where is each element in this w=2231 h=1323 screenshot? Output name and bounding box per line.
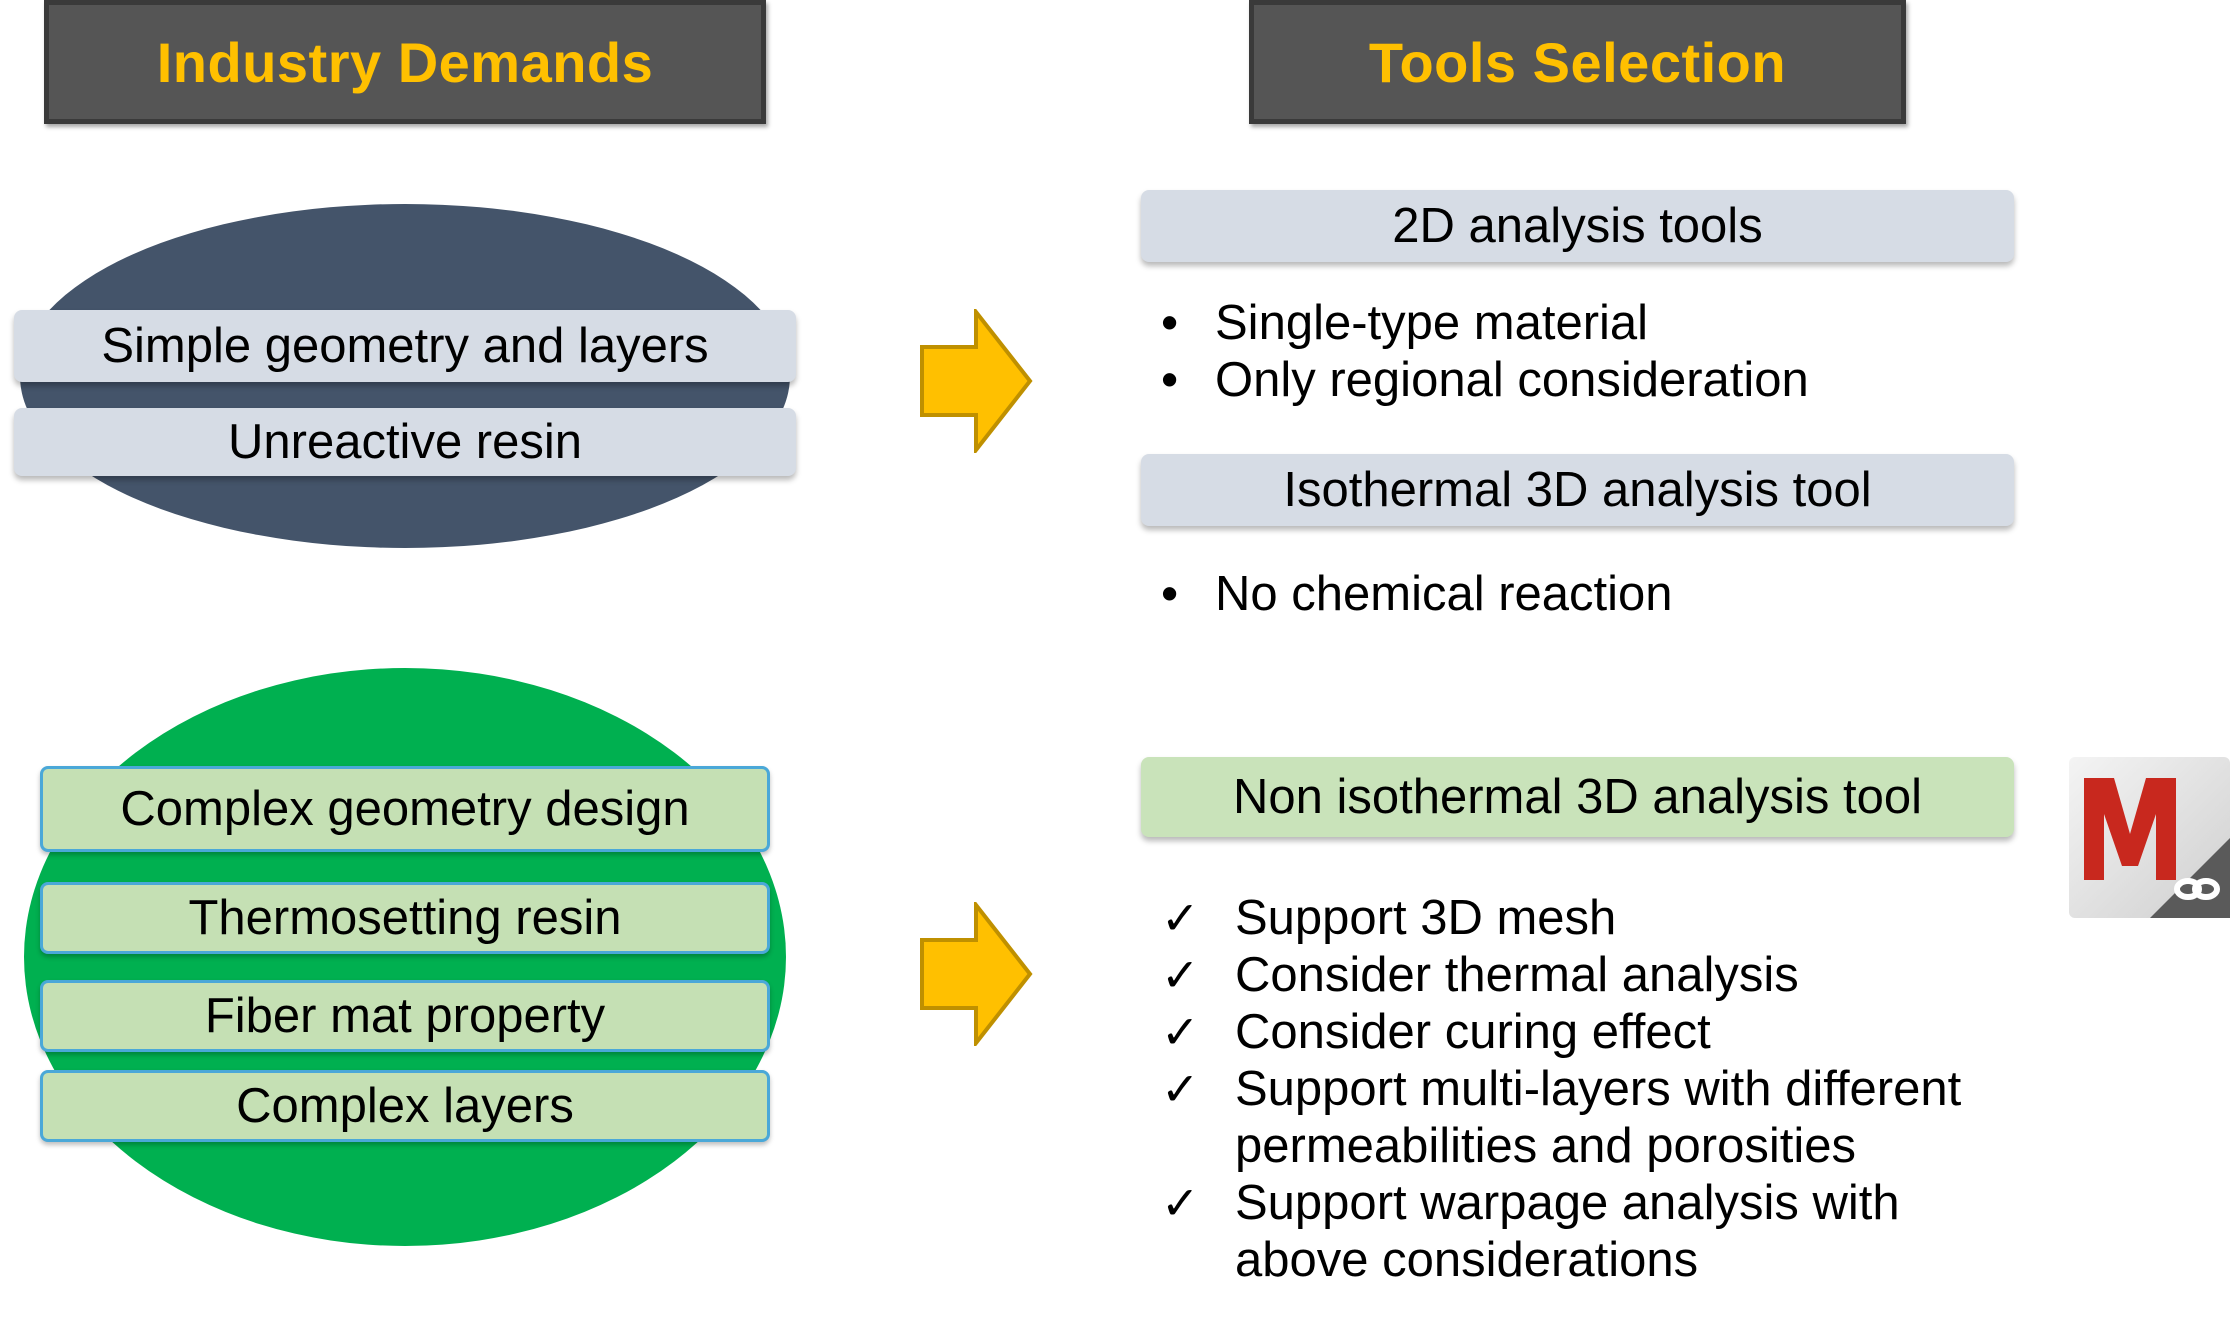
list-item: ✓ Consider thermal analysis <box>1161 947 1961 1004</box>
list-item-text: Support multi-layers with different <box>1235 1062 1962 1116</box>
bullet-marker: • <box>1161 296 1179 350</box>
list-item-text: Single-type material <box>1215 296 1649 350</box>
demand-item-complex-geometry: Complex geometry design <box>40 766 770 852</box>
tool-box-isothermal-3d: Isothermal 3D analysis tool <box>1141 454 2014 526</box>
list-item-text: Only regional consideration <box>1215 353 1809 407</box>
demand-item-simple-geometry: Simple geometry and layers <box>14 310 796 382</box>
industry-demands-header: Industry Demands <box>44 0 766 124</box>
tool-box-label: Non isothermal 3D analysis tool <box>1232 770 1923 824</box>
tool-noniso-check-list: ✓ Support 3D mesh ✓ Consider thermal analy… <box>1161 890 1961 1289</box>
check-icon: ✓ <box>1161 949 1200 1001</box>
demand-label: Thermosetting resin <box>188 891 622 945</box>
bullet-marker: • <box>1161 353 1179 407</box>
tool-box-non-isothermal-3d: Non isothermal 3D analysis tool <box>1141 757 2014 837</box>
tool-box-label: Isothermal 3D analysis tool <box>1283 463 1872 517</box>
demand-label: Simple geometry and layers <box>101 319 709 373</box>
check-icon: ✓ <box>1161 892 1200 944</box>
demand-item-thermosetting-resin: Thermosetting resin <box>40 882 770 954</box>
list-item: ✓ Consider curing effect <box>1161 1004 1961 1061</box>
check-icon: ✓ <box>1161 1063 1200 1115</box>
list-item-continuation: above considerations <box>1161 1232 1961 1289</box>
list-item: ✓ Support 3D mesh <box>1161 890 1961 947</box>
tools-selection-header: Tools Selection <box>1249 0 1906 124</box>
list-item-text: Support warpage analysis with <box>1235 1176 1900 1230</box>
check-icon: ✓ <box>1161 1006 1200 1058</box>
bullet-marker: • <box>1161 567 1179 621</box>
list-item-text: Consider curing effect <box>1235 1005 1711 1059</box>
industry-demands-title: Industry Demands <box>156 30 654 94</box>
right-arrow-icon <box>920 902 1033 1046</box>
demand-item-unreactive-resin: Unreactive resin <box>14 408 796 476</box>
list-item-text: Consider thermal analysis <box>1235 948 1799 1002</box>
list-item: • Single-type material <box>1161 295 1809 352</box>
demand-label: Complex layers <box>236 1079 574 1133</box>
demand-label: Unreactive resin <box>227 415 583 469</box>
tool-iso-bullet-list: • No chemical reaction <box>1161 566 1673 623</box>
demand-label: Complex geometry design <box>120 782 690 836</box>
tool-box-2d-analysis: 2D analysis tools <box>1141 190 2014 262</box>
moldex3d-logo-icon <box>2069 757 2230 918</box>
demand-item-fiber-mat: Fiber mat property <box>40 980 770 1052</box>
list-item-text: Support 3D mesh <box>1235 891 1617 945</box>
demand-item-complex-layers: Complex layers <box>40 1070 770 1142</box>
tool-2d-bullet-list: • Single-type material • Only regional con… <box>1161 295 1809 409</box>
list-item-text: No chemical reaction <box>1215 567 1673 621</box>
list-item-text: permeabilities and porosities <box>1235 1119 1856 1173</box>
right-arrow-icon <box>920 309 1033 453</box>
tool-box-label: 2D analysis tools <box>1392 199 1763 253</box>
list-item: • Only regional consideration <box>1161 352 1809 409</box>
check-icon: ✓ <box>1161 1177 1200 1229</box>
complex-demands-ellipse <box>24 668 786 1246</box>
list-item-text: above considerations <box>1235 1233 1699 1287</box>
list-item: ✓ Support warpage analysis with <box>1161 1175 1961 1232</box>
list-item: • No chemical reaction <box>1161 566 1673 623</box>
list-item-continuation: permeabilities and porosities <box>1161 1118 1961 1175</box>
list-item: ✓ Support multi-layers with different <box>1161 1061 1961 1118</box>
tools-selection-title: Tools Selection <box>1368 30 1787 94</box>
demand-label: Fiber mat property <box>204 989 606 1043</box>
